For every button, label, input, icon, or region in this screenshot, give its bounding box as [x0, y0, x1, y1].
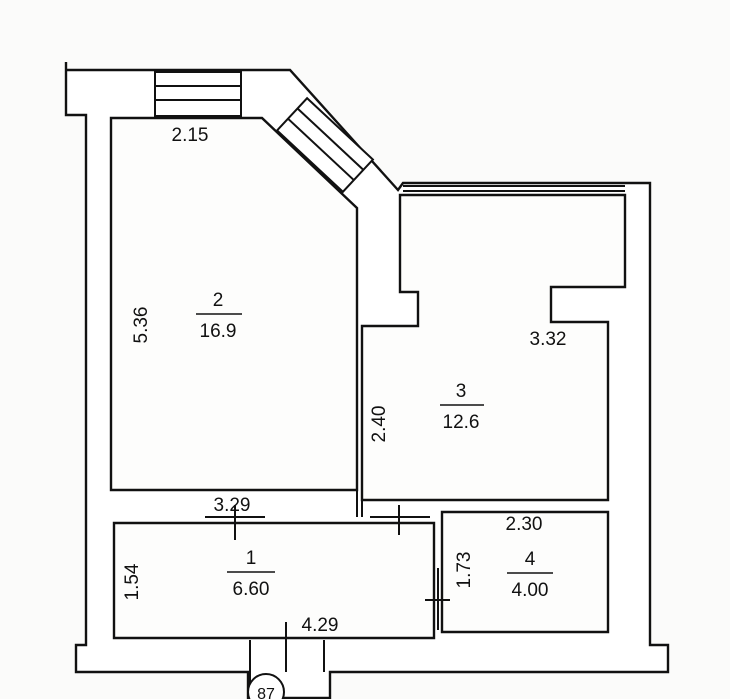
room-area: 6.60: [233, 579, 270, 600]
dimension-label: 1.73: [454, 552, 475, 589]
dimension-label: 2.30: [506, 514, 543, 535]
room-area: 4.00: [512, 580, 549, 601]
dimension-label: 1.54: [122, 563, 143, 600]
dimension-label: 5.36: [131, 307, 152, 344]
room-4-label: 4 4.00: [507, 549, 553, 601]
window: [403, 185, 625, 192]
room-number: 2: [213, 290, 224, 311]
room-1-label: 1 6.60: [227, 548, 275, 600]
room-3-label: 3 12.6: [440, 381, 484, 433]
door-mark: [205, 505, 265, 540]
room-number: 3: [456, 381, 467, 402]
room-number: 1: [246, 548, 257, 569]
axis-marker-label: 87: [257, 686, 275, 699]
room-1-outline: [112, 521, 436, 640]
dimension-label: 4.29: [302, 615, 339, 636]
dimension-label: 3.32: [530, 329, 567, 350]
window: [275, 96, 375, 194]
room-2-outline: [109, 116, 359, 492]
door-mark: [425, 568, 450, 630]
room-area: 12.6: [443, 412, 480, 433]
dimension-label: 2.15: [172, 125, 209, 146]
room-number: 4: [525, 549, 536, 570]
dimension-label: 3.29: [214, 495, 251, 516]
room-3-outline: [360, 193, 627, 502]
window: [154, 71, 242, 117]
dimension-label: 2.40: [369, 406, 390, 443]
door-mark: [370, 505, 430, 535]
room-2-label: 2 16.9: [196, 290, 242, 342]
room-area: 16.9: [200, 321, 237, 342]
room-4-outline: [440, 510, 610, 634]
axis-marker: 87: [247, 673, 285, 699]
